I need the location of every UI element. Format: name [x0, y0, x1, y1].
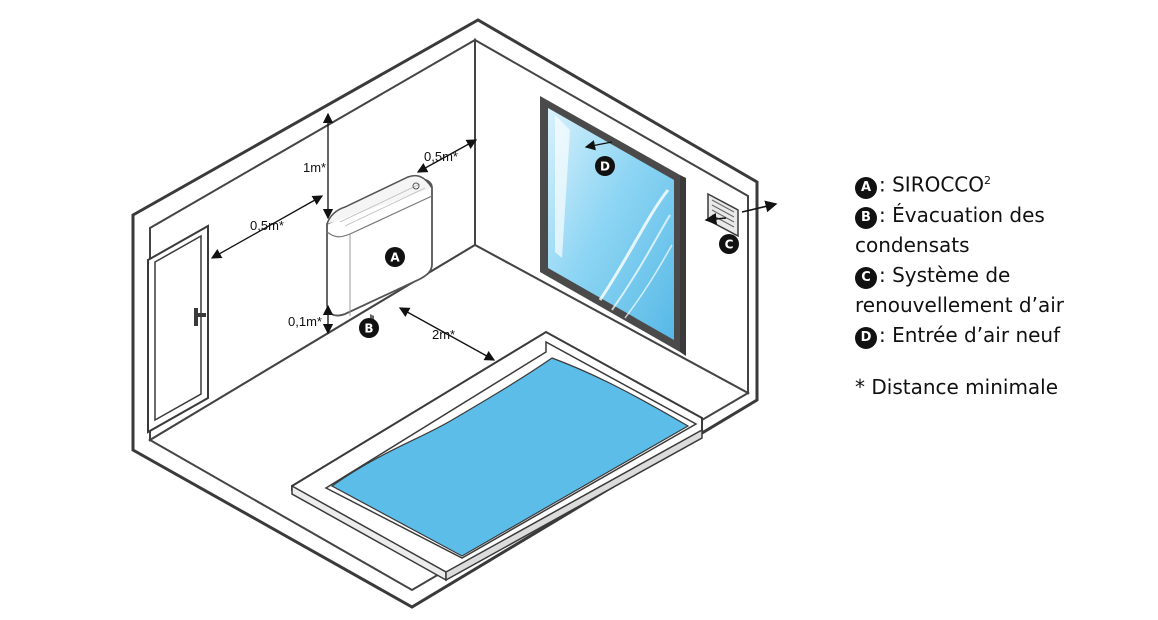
legend-note: * Distance minimale: [855, 374, 1059, 399]
door: [147, 224, 209, 434]
pool-water: [330, 357, 690, 557]
svg-text:C: C: [725, 238, 734, 252]
marker-d: D: [595, 156, 615, 176]
marker-c: C: [719, 234, 739, 254]
dimension-lines: [210, 112, 613, 361]
dim-side-left-label: 0,5m*: [250, 218, 284, 233]
legend-badge-a: A: [855, 176, 877, 199]
legend-item-b: B: Évacuation des condensats: [855, 200, 1145, 260]
vent-exhaust-arrow-icon: [741, 200, 778, 213]
air-renewal-vent: [704, 192, 778, 238]
legend-text-c: : Système de renouvellement d’air: [855, 262, 1064, 317]
legend-item-c: C: Système de renouvellement d’air: [855, 260, 1145, 320]
legend-sup-a: 2: [984, 174, 991, 187]
unit-indicator-icon: [412, 182, 420, 190]
legend-item-a: A: SIROCCO2: [855, 166, 1145, 200]
legend-text-a: : SIROCCO: [879, 172, 984, 197]
legend-badge-b: B: [855, 206, 877, 229]
dim-front-label: 2m*: [432, 327, 455, 342]
legend-text-d: : Entrée d’air neuf: [879, 322, 1061, 347]
dim-side-right-label: 0,5m*: [424, 149, 458, 164]
marker-a: A: [385, 247, 405, 267]
svg-text:B: B: [364, 322, 373, 336]
pool: [291, 330, 703, 582]
window: [540, 96, 686, 356]
legend-badge-d: D: [855, 326, 877, 349]
legend-text-b: : Évacuation des condensats: [855, 202, 1045, 257]
dim-below-label: 0,1m*: [288, 314, 322, 329]
legend-badge-c: C: [855, 266, 877, 289]
dim-above-label: 1m*: [303, 160, 326, 175]
legend: A: SIROCCO2 B: Évacuation des condensats…: [855, 166, 1145, 402]
vent-inner-arrow-icon: [704, 212, 727, 225]
svg-text:D: D: [600, 160, 610, 174]
svg-text:A: A: [390, 251, 400, 265]
legend-item-d: D: Entrée d’air neuf: [855, 320, 1145, 350]
marker-b: B: [359, 318, 379, 338]
